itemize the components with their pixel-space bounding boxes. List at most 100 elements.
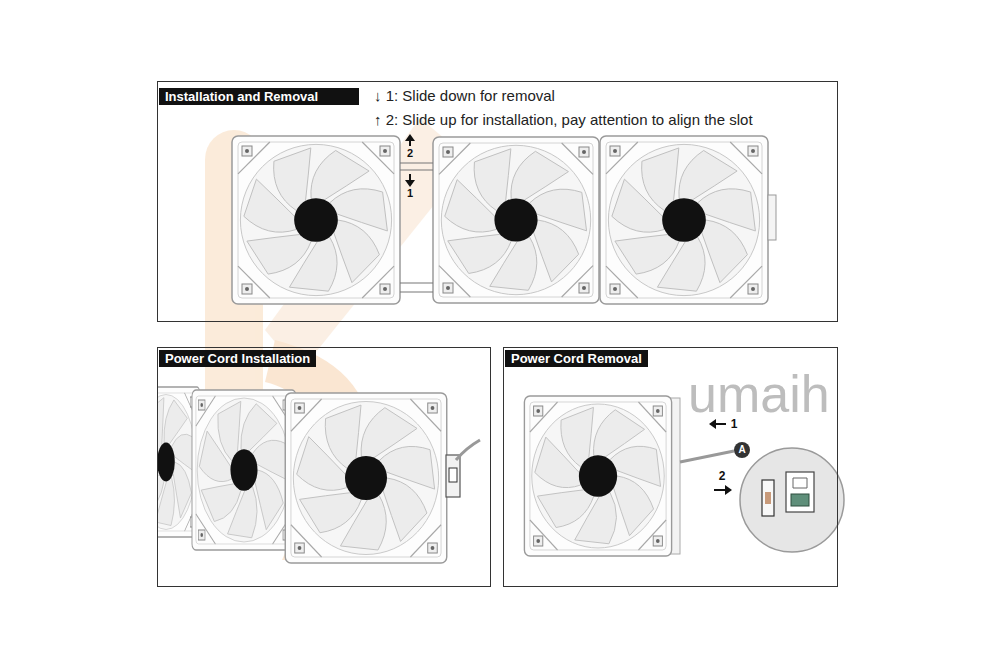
fan-row-illustration — [158, 387, 480, 563]
fan-corner-line — [562, 266, 593, 297]
callout-dot — [734, 442, 750, 458]
slot-guide-line — [400, 169, 433, 170]
fan-screw — [298, 406, 302, 410]
fan-corner-line — [238, 142, 270, 174]
fan-frame — [285, 393, 447, 563]
fan-screw — [751, 149, 755, 153]
fan-inner-frame — [606, 142, 762, 298]
fan-blade — [300, 493, 362, 533]
fan-screw-seat — [534, 536, 543, 546]
plug-pins — [449, 468, 457, 482]
fan-opening — [608, 144, 759, 295]
fan-screw-seat — [242, 284, 252, 294]
fan-blade — [171, 434, 194, 472]
fan-corner-line — [439, 266, 470, 297]
fan-corner-line — [530, 520, 558, 550]
fan-corner-line — [730, 266, 762, 298]
callout-number: 1 — [407, 188, 413, 199]
socket-latch — [793, 478, 807, 488]
cable-plug — [762, 480, 774, 516]
fan-screw-seat — [443, 283, 453, 293]
fan-screw — [383, 287, 387, 291]
fan-corner-line — [410, 399, 441, 431]
diagram-panel: Power Cord Installation — [157, 347, 491, 587]
fan-screw — [431, 406, 435, 410]
fan-screw-seat — [428, 543, 438, 553]
detail-inset — [740, 448, 844, 552]
fan-blade — [615, 235, 679, 275]
fan-screw-seat — [199, 400, 206, 410]
fan-screw-seat — [295, 543, 305, 553]
fan-opening — [441, 145, 590, 294]
fan-screw — [582, 286, 586, 290]
fan-screw — [656, 539, 660, 543]
fan-hub — [345, 456, 387, 500]
fan-screw-seat — [610, 146, 620, 156]
fan-opening — [240, 144, 391, 295]
fan-screw-seat — [579, 147, 589, 157]
panel-heading: Installation and Removal — [159, 88, 359, 105]
fan-corner-line — [362, 142, 394, 174]
arrow-head — [709, 419, 716, 429]
fan-corner-line — [730, 142, 762, 174]
power-plug — [446, 455, 460, 497]
fan-screw-seat — [242, 146, 252, 156]
fan-screw — [245, 149, 249, 153]
fan-illustration — [433, 137, 599, 303]
slot-guide-line — [400, 162, 433, 163]
fan-screw-seat — [380, 146, 390, 156]
fan-blade — [379, 446, 435, 489]
callout-letter: A — [738, 445, 745, 455]
fan-inner-frame — [196, 396, 292, 544]
panel-heading: Power Cord Removal — [505, 350, 648, 367]
fan-screw-seat — [579, 283, 589, 293]
fan-screw-seat — [748, 284, 758, 294]
slot-guide-line — [400, 291, 433, 292]
fan-blade — [614, 476, 654, 536]
fan-screw — [431, 546, 435, 550]
fan-inner-frame — [158, 393, 197, 531]
fan-screw-seat — [653, 536, 662, 546]
arrow-head — [405, 180, 415, 187]
fan-screw — [446, 286, 450, 290]
fan-frame — [433, 137, 599, 303]
fan-corner-line — [606, 142, 638, 174]
direction-arrow — [714, 489, 726, 491]
arrow-head — [405, 134, 415, 141]
instruction-text: ↓ 1: Slide down for removal — [374, 87, 555, 105]
fan-blade — [383, 478, 427, 541]
fan-screw — [446, 150, 450, 154]
panel-heading: Power Cord Installation — [159, 350, 316, 367]
direction-arrow — [409, 174, 411, 181]
fan-screw-seat — [443, 147, 453, 157]
fan-corner-line — [439, 143, 470, 174]
fan-socket — [786, 472, 814, 512]
fan-blade — [529, 189, 586, 231]
fan-frame — [600, 136, 768, 304]
watermark-text: umaih — [688, 368, 830, 420]
fan-illustration — [285, 393, 447, 563]
fan-corner-line — [638, 520, 666, 550]
fan-opening — [158, 395, 196, 530]
fan-hub — [579, 455, 617, 497]
fan-illustration — [600, 136, 768, 304]
fan-corner-line — [196, 396, 216, 426]
fan-frame — [232, 136, 400, 304]
fan-hub — [158, 443, 175, 482]
fan-hub — [294, 198, 338, 242]
fan-illustration — [192, 390, 296, 550]
fan-hub — [494, 198, 537, 241]
direction-arrow — [715, 423, 726, 425]
fan-screw — [656, 409, 660, 413]
fan-blade — [247, 235, 311, 275]
fan-blade — [255, 470, 283, 530]
fan-screw — [613, 287, 617, 291]
power-cable — [680, 451, 734, 462]
fan-blade — [698, 189, 756, 231]
instruction-text: ↑ 2: Slide up for installation, pay atte… — [374, 111, 753, 129]
fan-inner-frame — [238, 142, 394, 298]
fan-blade — [252, 440, 288, 480]
fan-corner-line — [530, 402, 558, 432]
fan-screw — [245, 287, 249, 291]
fan-opening — [293, 402, 438, 555]
